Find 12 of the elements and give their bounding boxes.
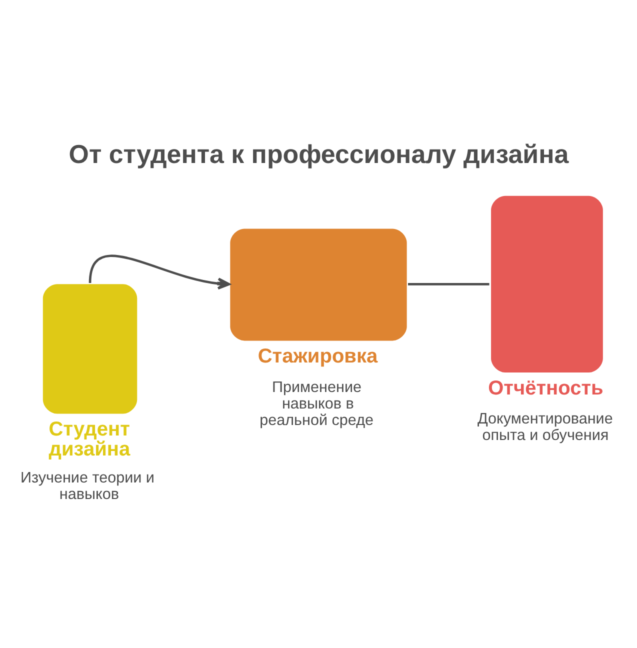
node-label: Документирование опыта и обучения — [477, 410, 613, 444]
node-label: Применение навыков в реальной среде — [260, 378, 374, 428]
node-label: Отчётность — [488, 376, 604, 399]
node-box — [230, 228, 407, 340]
node-box — [491, 195, 603, 372]
node-label: Изучение теории и навыков — [20, 468, 154, 502]
connector — [408, 282, 490, 285]
node-label: Студент дизайна — [48, 418, 130, 460]
arrow — [88, 254, 230, 290]
diagram-title: От студента к профессионалу дизайна — [68, 140, 569, 168]
node-box — [42, 284, 138, 414]
node-label: Стажировка — [258, 345, 378, 368]
